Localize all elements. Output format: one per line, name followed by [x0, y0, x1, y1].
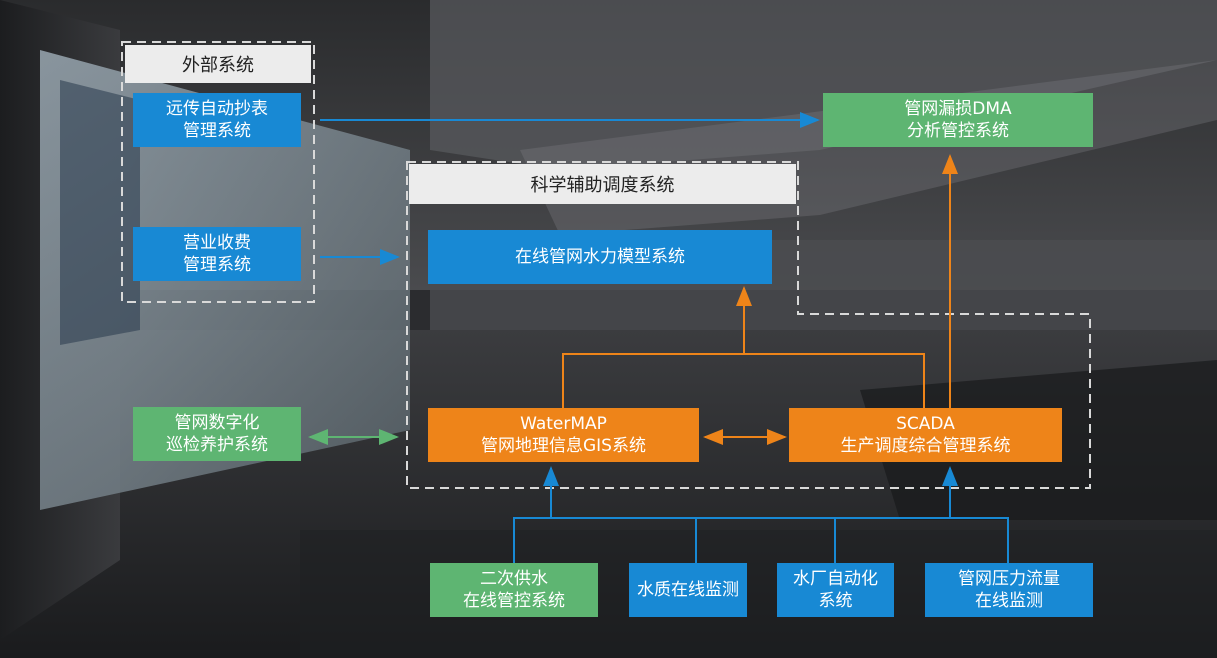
plant-automation-system[interactable]: 水厂自动化 系统: [777, 563, 894, 617]
dma-leakage-system[interactable]: 管网漏损DMA 分析管控系统: [823, 93, 1093, 147]
external-group-header: 外部系统: [125, 45, 311, 83]
watermap-gis-system[interactable]: WaterMAP 管网地理信息GIS系统: [428, 408, 699, 462]
monitoring-bus-line: [513, 517, 1009, 565]
business-billing-system[interactable]: 营业收费 管理系统: [133, 227, 301, 281]
hydraulic-model-system[interactable]: 在线管网水力模型系统: [428, 230, 772, 284]
scientific-group-header: 科学辅助调度系统: [409, 164, 796, 204]
secondary-supply-system[interactable]: 二次供水 在线管控系统: [430, 563, 598, 617]
scada-system[interactable]: SCADA 生产调度综合管理系统: [789, 408, 1062, 462]
pipe-inspection-system[interactable]: 管网数字化 巡检养护系统: [133, 407, 301, 461]
scientific-group-frame: [406, 161, 1091, 489]
remote-meter-system[interactable]: 远传自动抄表 管理系统: [133, 93, 301, 147]
water-quality-monitoring[interactable]: 水质在线监测: [629, 563, 747, 617]
pressure-flow-monitoring[interactable]: 管网压力流量 在线监测: [925, 563, 1093, 617]
arrow-gis-scada-to-model: [562, 353, 925, 408]
external-group-frame: [121, 41, 315, 303]
